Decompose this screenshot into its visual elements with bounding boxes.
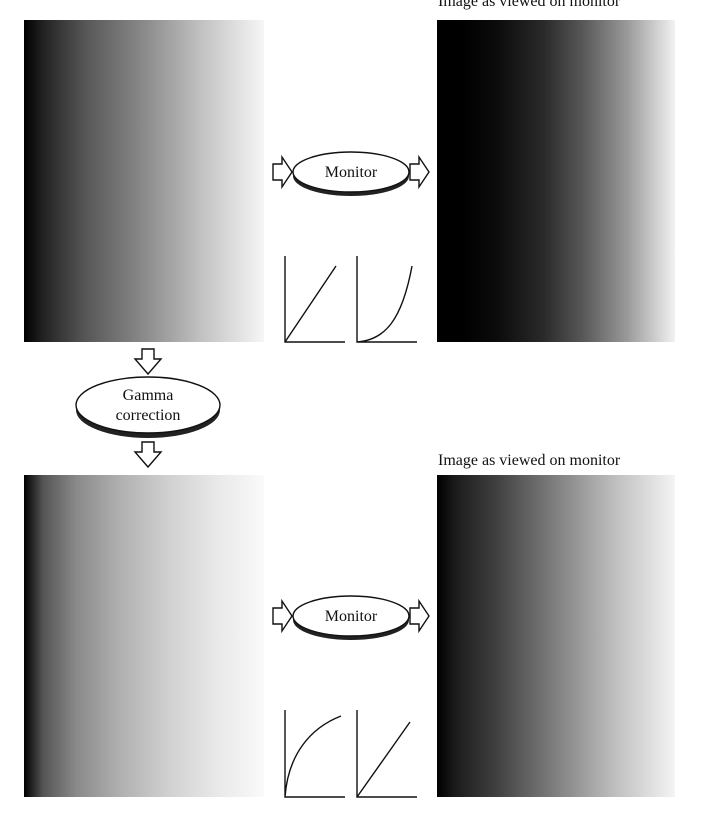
gamma-corrected-gradient-image xyxy=(24,475,264,797)
gamma-label-line1: Gamma xyxy=(123,387,174,404)
input-gradient-image xyxy=(24,20,264,342)
arrow-right-icon xyxy=(272,154,293,190)
arrow-right-icon xyxy=(409,598,430,634)
gamma-correction-step: Gamma correction xyxy=(75,348,221,469)
viewed-gradient-image-bottom xyxy=(437,475,675,797)
linear-input-plot xyxy=(284,256,345,343)
arrow-right-icon xyxy=(409,154,430,190)
monitor-label: Monitor xyxy=(325,164,378,181)
linear-response-plot xyxy=(356,710,417,798)
arrow-down-icon xyxy=(133,441,163,469)
bottom-monitor-stage: Monitor xyxy=(272,595,430,640)
bottom-caption: Image as viewed on monitor xyxy=(438,452,621,469)
monitor-ellipse xyxy=(292,151,410,193)
monitor-ellipse xyxy=(292,595,410,637)
gamma-correction-plot xyxy=(284,710,345,798)
arrow-down-icon xyxy=(133,348,163,376)
monitor-label: Monitor xyxy=(325,608,378,625)
top-caption: Image as viewed on monitor xyxy=(438,0,621,10)
bottom-curves xyxy=(284,710,417,798)
viewed-gradient-image-top xyxy=(437,20,675,342)
gamma-correction-ellipse xyxy=(75,376,221,434)
arrow-right-icon xyxy=(272,598,293,634)
top-monitor-stage: Monitor xyxy=(272,151,430,196)
monitor-gamma-plot xyxy=(356,256,417,343)
gamma-label-line2: correction xyxy=(116,407,181,424)
top-curves xyxy=(284,256,417,343)
